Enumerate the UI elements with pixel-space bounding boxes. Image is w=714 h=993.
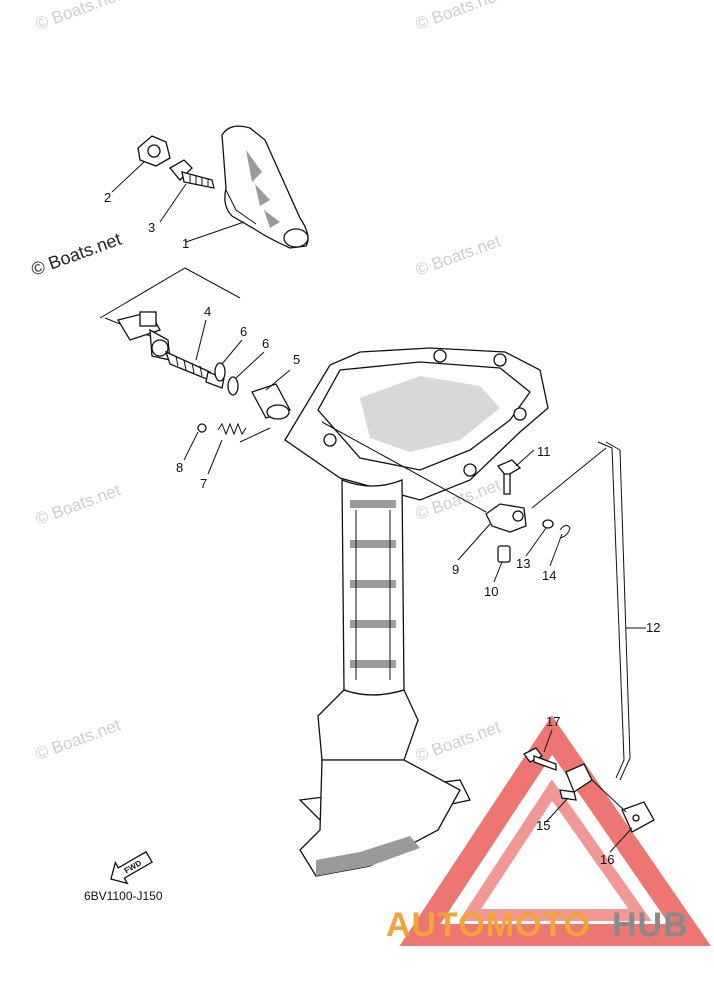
watermark: © Boats.net [413, 231, 503, 279]
callout-4: 4 [204, 304, 211, 319]
tiller-handle [221, 125, 309, 249]
callout-3: 3 [148, 220, 155, 235]
callout-6: 6 [240, 324, 247, 339]
callout-8: 8 [176, 460, 183, 475]
callout-13: 13 [516, 556, 530, 571]
watermark: © Boats.net [33, 0, 123, 34]
leader-lines [111, 161, 646, 853]
callout-1: 1 [182, 236, 189, 251]
plate-16 [621, 801, 655, 833]
bolt-17 [523, 747, 557, 771]
bolt-11 [496, 459, 522, 495]
throttle-rod-12 [597, 441, 625, 779]
clip-14 [559, 524, 571, 539]
callout-6: 6 [262, 336, 269, 351]
callout-17: 17 [546, 714, 560, 729]
throttle-rod-12 [605, 441, 631, 781]
watermark: © Boats.net [413, 717, 503, 765]
watermark: © Boats.net [33, 480, 123, 528]
callout-5: 5 [293, 352, 300, 367]
washer-13 [542, 519, 554, 529]
o-ring [214, 362, 226, 382]
callout-7: 7 [200, 476, 207, 491]
watermark: © Boats.net [413, 0, 503, 34]
callouts: 1 2 3 4 5 6 6 7 8 9 10 11 12 13 14 15 16… [104, 190, 660, 867]
watermark: © Boats.net [33, 715, 123, 763]
spring-part [217, 422, 247, 436]
brand-wordmark: AUTOMOTO HUB [386, 906, 689, 944]
callout-2: 2 [104, 190, 111, 205]
collar-10 [497, 545, 511, 563]
callout-15: 15 [536, 818, 550, 833]
copyright-label: © Boats.net [29, 229, 124, 280]
link-lever-9 [485, 503, 527, 533]
drawing-code: 6BV1100-J150 [84, 889, 163, 903]
callout-10: 10 [484, 584, 498, 599]
callout-14: 14 [542, 568, 556, 583]
callout-9: 9 [452, 562, 459, 577]
collar-part [251, 383, 291, 420]
logo-part1: AUTOMOTO [386, 906, 591, 944]
bolt-part [169, 159, 215, 189]
fwd-arrow-icon: FWD [110, 850, 153, 885]
drive-shaft-housing [284, 347, 549, 877]
assembly-outline [99, 267, 241, 319]
callout-11: 11 [537, 444, 551, 459]
logo-part2: HUB [612, 906, 689, 944]
bracket-part [137, 135, 171, 167]
o-ring [227, 376, 239, 396]
throttle-shaft [116, 311, 225, 389]
ball-part [197, 423, 207, 433]
callout-12: 12 [646, 620, 660, 635]
callout-16: 16 [600, 852, 614, 867]
brand-triangle-logo [399, 715, 711, 946]
